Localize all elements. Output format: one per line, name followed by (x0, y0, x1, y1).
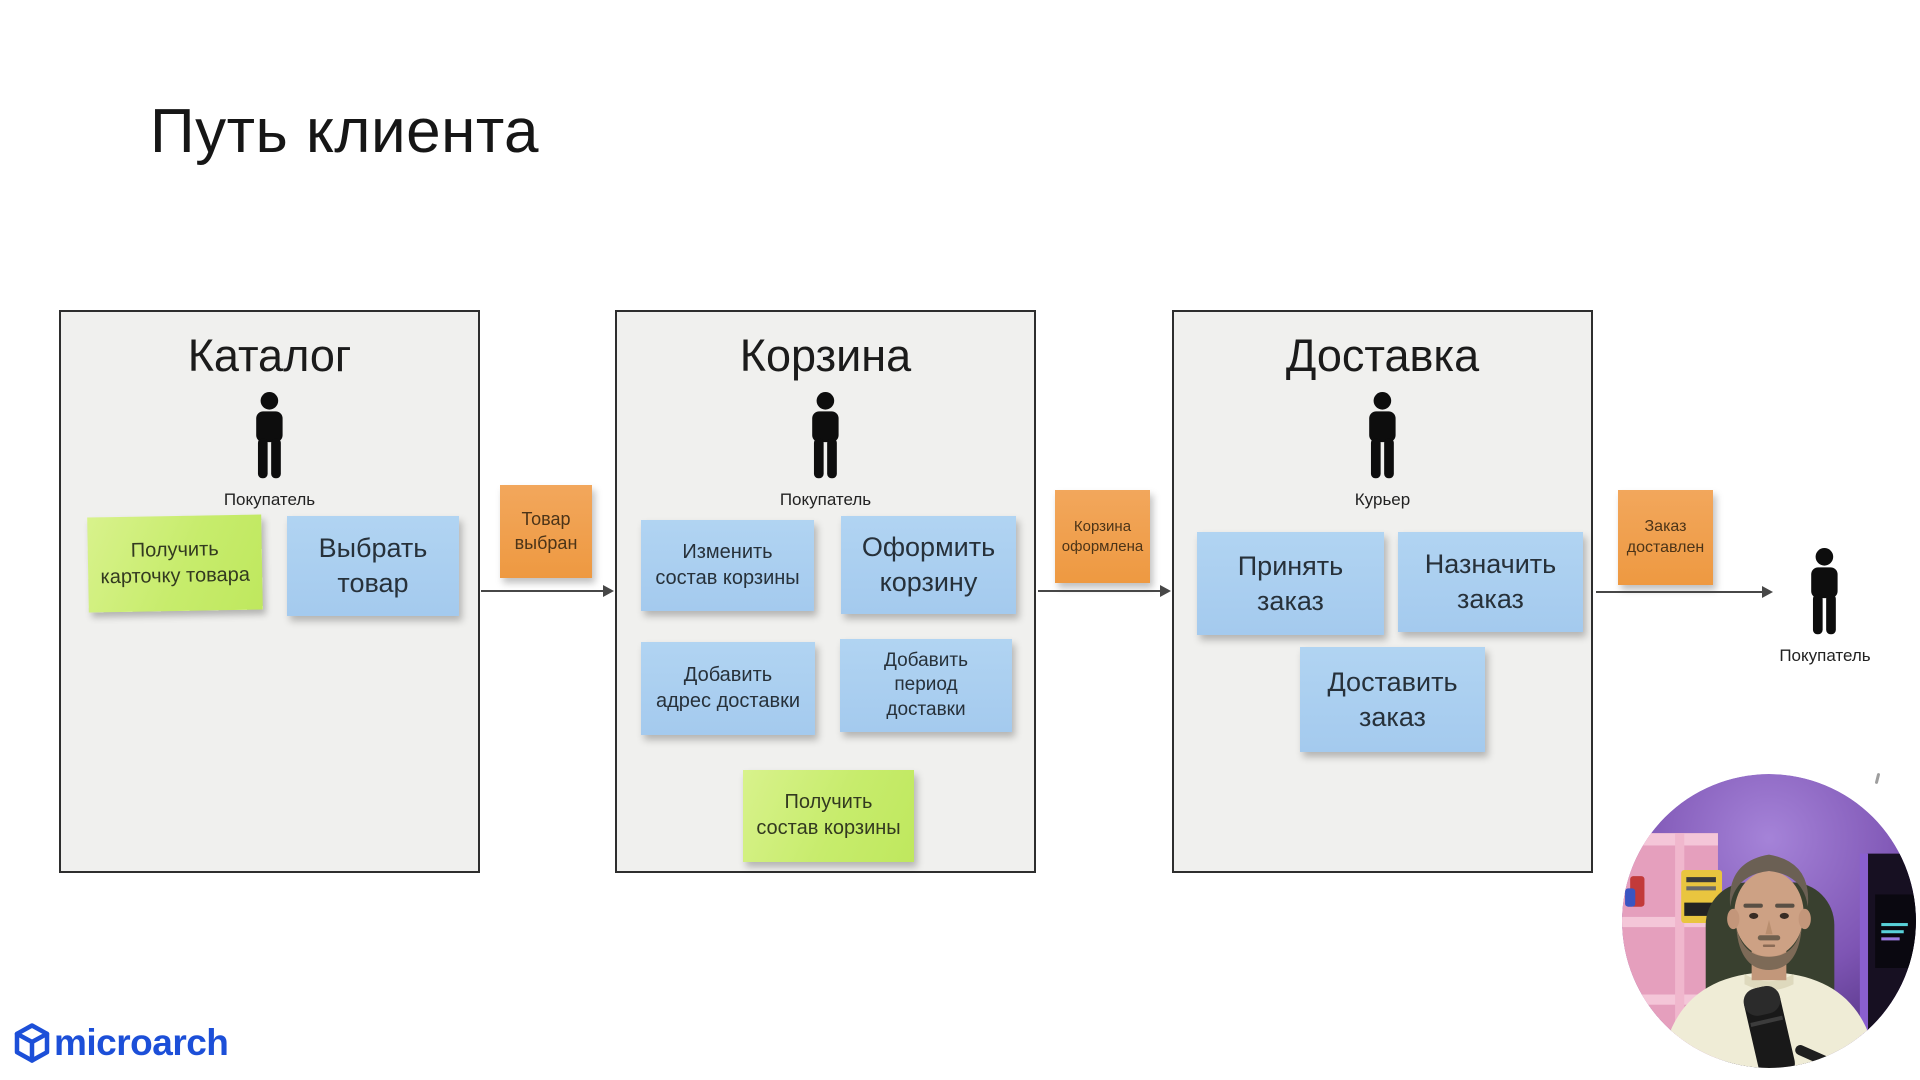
camera-corner-mark (1874, 772, 1881, 785)
logo-cube-icon (14, 1023, 50, 1063)
note-checkout-cart: Оформить корзину (841, 516, 1016, 614)
note-add-delivery-period: Добавить период доставки (840, 639, 1012, 732)
slide-title: Путь клиента (150, 97, 540, 166)
note-choose-product: Выбрать товар (287, 516, 459, 616)
arrow-delivery-to-customer (1596, 586, 1773, 598)
end-customer-figure (1798, 548, 1850, 641)
stage-delivery: Доставка Курьер Принять заказ Назначить … (1172, 310, 1593, 873)
end-customer-label: Покупатель (1779, 646, 1871, 665)
presenter-portrait (1622, 774, 1916, 1068)
note-edit-cart-contents: Изменить состав корзины (641, 520, 814, 611)
note-deliver-order: Доставить заказ (1300, 647, 1485, 752)
note-add-delivery-address: Добавить адрес доставки (641, 642, 815, 735)
stage-catalog-actor-figure: Покупатель (61, 392, 478, 510)
stage-catalog-actor-label: Покупатель (223, 490, 316, 509)
webcam-overlay (1622, 774, 1916, 1068)
transition-note-order-delivered: Заказ доставлен (1618, 490, 1713, 585)
note-get-product-card: Получить карточку товара (87, 514, 263, 613)
stage-cart: Корзина Покупатель Изменить состав корзи… (615, 310, 1036, 873)
stage-delivery-title: Доставка (1285, 330, 1480, 381)
stage-catalog: Каталог Покупатель Получить карточку тов… (59, 310, 480, 873)
person-icon (1369, 392, 1396, 479)
note-get-cart-contents: Получить состав корзины (743, 770, 914, 862)
stage-delivery-actor-figure: Курьер (1174, 392, 1591, 510)
transition-note-cart-completed: Корзина оформлена (1055, 490, 1150, 583)
stage-delivery-actor-label: Курьер (1354, 490, 1411, 509)
stage-cart-title: Корзина (739, 330, 912, 381)
person-icon (1811, 548, 1838, 635)
person-icon (812, 392, 839, 479)
arrow-catalog-to-cart (481, 585, 614, 597)
person-icon (256, 392, 283, 479)
logo: microarch (14, 1022, 229, 1064)
stage-cart-actor-label: Покупатель (779, 490, 872, 509)
transition-note-product-chosen: Товар выбран (500, 485, 592, 578)
note-assign-order: Назначить заказ (1398, 532, 1583, 632)
logo-text: microarch (54, 1022, 229, 1063)
note-accept-order: Принять заказ (1197, 532, 1384, 635)
arrow-cart-to-delivery (1038, 585, 1171, 597)
stage-catalog-title: Каталог (187, 330, 352, 381)
stage-cart-actor-figure: Покупатель (617, 392, 1034, 510)
